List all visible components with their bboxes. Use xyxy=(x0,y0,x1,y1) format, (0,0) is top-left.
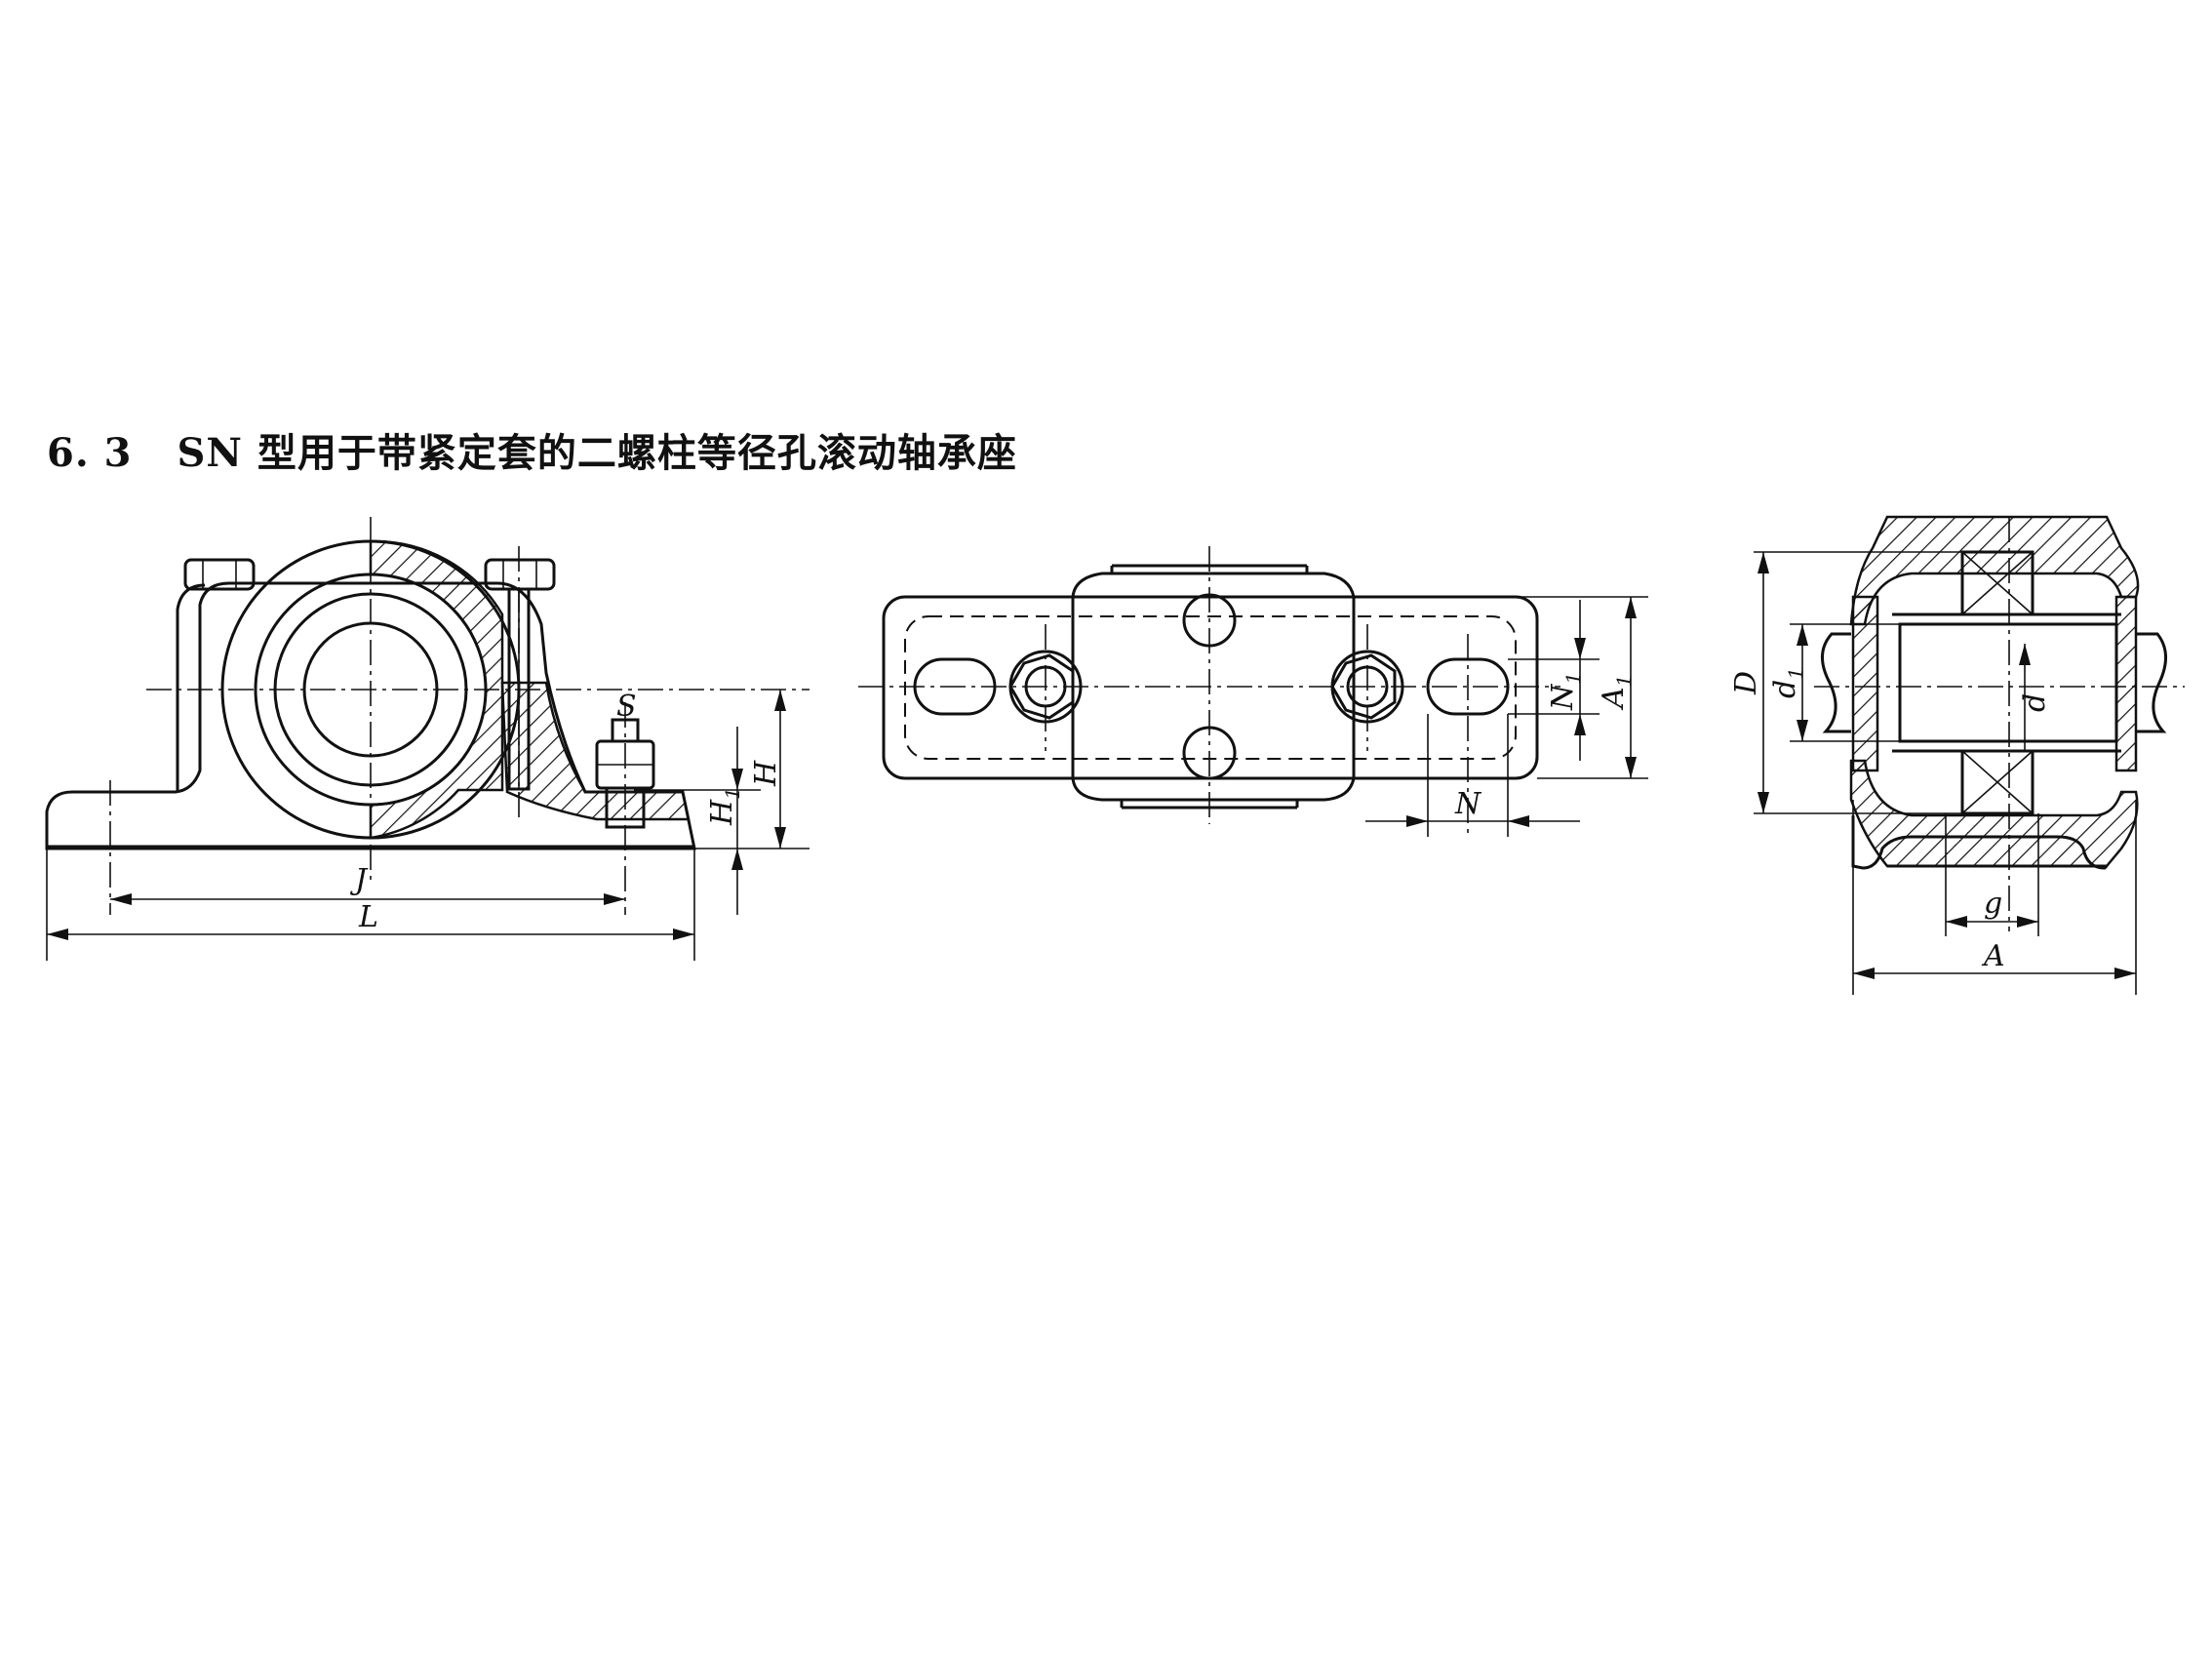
section-number: 6. 3 xyxy=(47,430,133,476)
dim-label-D: D xyxy=(1729,671,1763,695)
base-plate-hidden xyxy=(904,615,1517,760)
dim-label-A1: A1 xyxy=(1597,675,1636,711)
base-plate-outline xyxy=(882,595,1539,780)
cap-body xyxy=(1071,572,1356,802)
dim-label-S: S xyxy=(616,690,637,724)
housing-bottom-section xyxy=(1849,759,2139,868)
dim-label-N: N xyxy=(1454,787,1482,821)
dim-label-d: d xyxy=(2018,693,2052,712)
dim-label-L: L xyxy=(358,900,378,934)
left-nut xyxy=(183,558,256,591)
bolt-hex-left xyxy=(1008,653,1075,720)
seal-left xyxy=(1851,595,1879,772)
left-pillar xyxy=(176,583,206,792)
side-view: D d1 d g A xyxy=(1729,515,2185,995)
dim-label-d1: d1 xyxy=(1768,667,1807,698)
section-heading: 6. 3 SN 型用于带紧定套的二螺柱等径孔滚动轴承座 xyxy=(47,421,1017,478)
dim-label-A: A xyxy=(1981,939,2005,973)
bolt-hex-right xyxy=(1330,653,1397,720)
front-view: J L H H1 S xyxy=(45,517,810,961)
top-view: N1 A1 N xyxy=(858,546,1648,837)
base-section xyxy=(500,681,691,821)
dim-label-J: J xyxy=(349,863,369,897)
base-outline xyxy=(45,581,696,850)
dim-label-N1: N1 xyxy=(1546,672,1585,711)
housing-top-section xyxy=(1849,515,2140,626)
dim-label-H1: H1 xyxy=(705,787,744,826)
seal-right xyxy=(2114,595,2138,772)
shaft-left-break xyxy=(1821,632,1851,733)
shaft-sleeve xyxy=(1898,622,2118,743)
cap-section xyxy=(369,539,504,840)
shaft-right-break xyxy=(2136,632,2167,733)
section-title: SN 型用于带紧定套的二螺柱等径孔滚动轴承座 xyxy=(177,430,1017,476)
base-outline xyxy=(1851,815,2109,870)
dim-label-H: H xyxy=(749,760,783,787)
dim-label-g: g xyxy=(1984,887,2002,921)
